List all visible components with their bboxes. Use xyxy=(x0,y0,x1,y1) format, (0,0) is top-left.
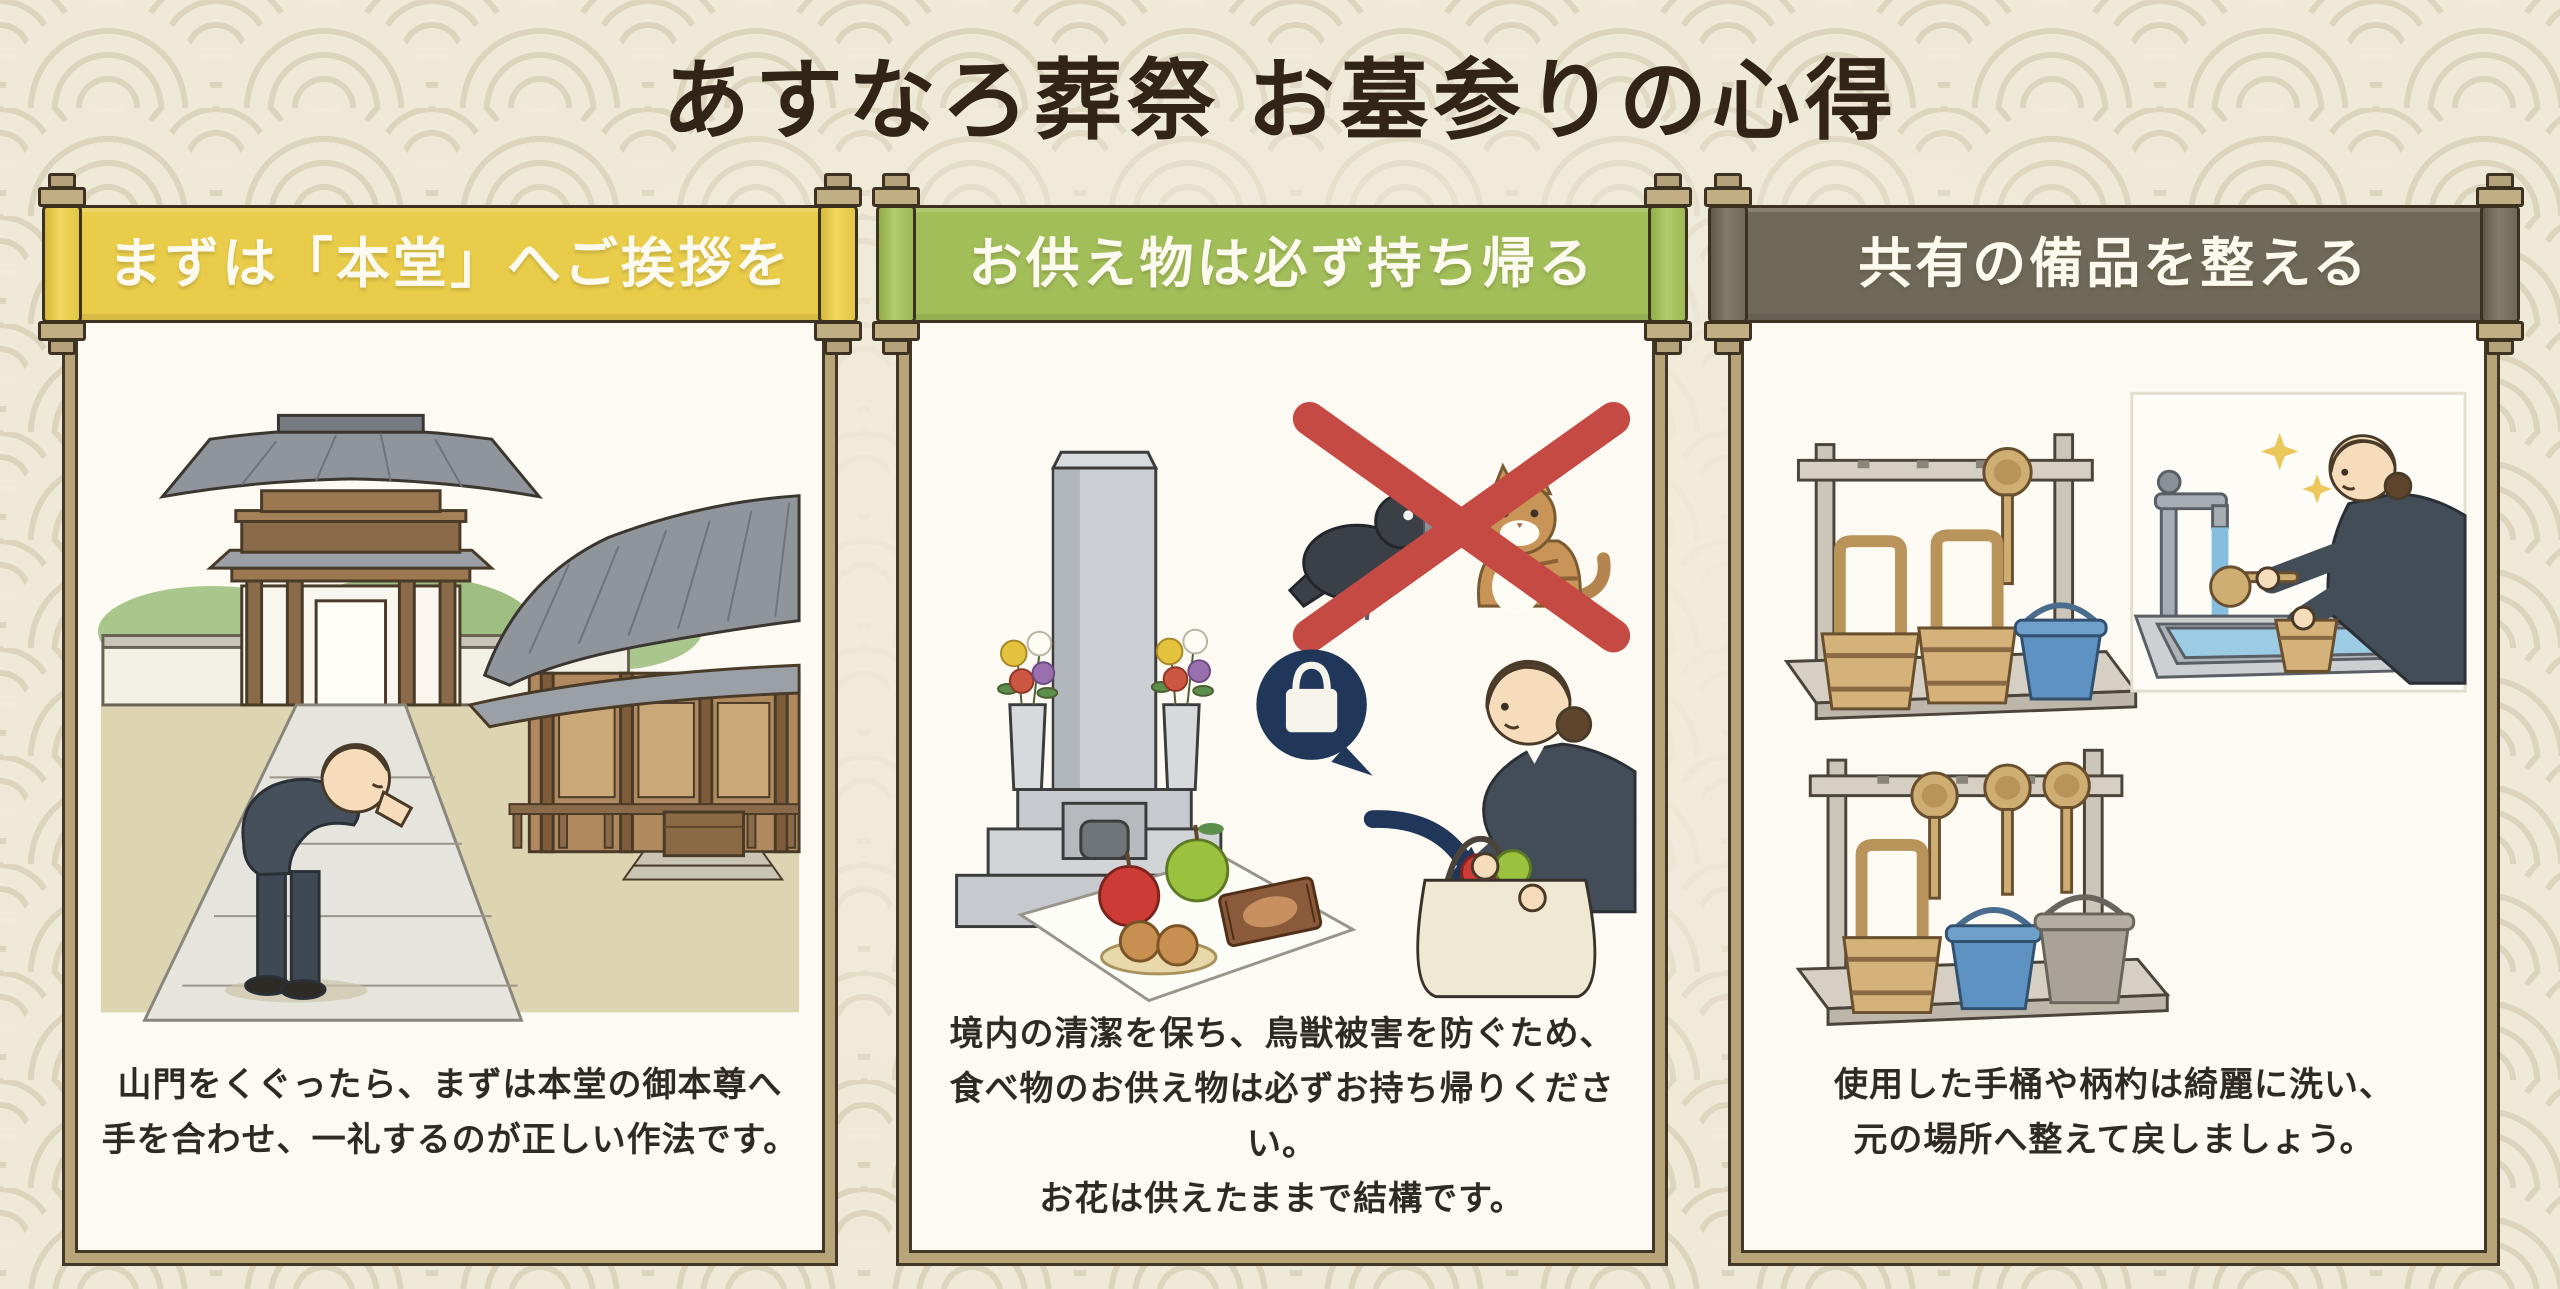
banner-band: お供え物は必ず持ち帰る xyxy=(910,205,1654,323)
panel-tidy-shared-equipment: 使用した手桶や柄杓は綺麗に洗い、 元の場所へ整えて戻しましょう。 共有の備品を整… xyxy=(1704,0,2524,1289)
temple-scene-svg xyxy=(97,413,801,1022)
sparkle-icon xyxy=(2260,432,2299,471)
scroll-banner: まずは「本堂」へご挨拶を xyxy=(38,173,862,355)
panel-caption: 使用した手桶や柄杓は綺麗に洗い、 元の場所へ整えて戻しましょう。 xyxy=(1765,1058,2463,1168)
caption-line: お花は供えたままで結構です。 xyxy=(1039,1179,1525,1218)
scroll-roller-right-icon xyxy=(2476,173,2524,355)
bowing-person xyxy=(224,743,414,1003)
ladle-icon xyxy=(1910,771,1959,900)
panel-caption: 境内の清潔を保ち、鳥獣被害を防ぐため、 食べ物のお供え物は必ずお持ち帰りください… xyxy=(933,1007,1631,1227)
banner-band: まずは「本堂」へご挨拶を xyxy=(76,205,824,323)
grave-flowers xyxy=(997,628,1214,705)
temple-illustration xyxy=(93,353,807,1043)
panel-greet-main-hall: 山門をくぐったら、まずは本堂の御本尊へ 手を合わせ、一礼するのが正しい作法です。… xyxy=(38,0,862,1289)
equipment-scene-svg xyxy=(1783,391,2467,1026)
scroll-banner: お供え物は必ず持ち帰る xyxy=(872,173,1692,355)
panel-card: 境内の清潔を保ち、鳥獣被害を防ぐため、 食べ物のお供え物は必ずお持ち帰りください… xyxy=(896,250,1668,1266)
caption-line: 山門をくぐったら、まずは本堂の御本尊へ xyxy=(117,1065,783,1104)
banner-band: 共有の備品を整える xyxy=(1742,205,2486,323)
bag-speech-bubble-icon xyxy=(1256,649,1373,776)
caption-line: 使用した手桶や柄杓は綺麗に洗い、 xyxy=(1834,1065,2394,1104)
caption-line: 食べ物のお供え物は必ずお持ち帰りください。 xyxy=(949,1069,1615,1163)
equipment-illustration xyxy=(1759,353,2469,1043)
arrow xyxy=(1363,810,1477,876)
temple-gate xyxy=(158,413,543,707)
gray-bucket xyxy=(2033,894,2136,1005)
scroll-roller-left-icon xyxy=(1704,173,1752,355)
scroll-roller-left-icon xyxy=(38,173,86,355)
faucet xyxy=(2153,469,2229,618)
wooden-pail xyxy=(1917,529,2018,705)
scroll-roller-left-icon xyxy=(872,173,920,355)
panel-take-offerings-home: 境内の清潔を保ち、鳥獣被害を防ぐため、 食べ物のお供え物は必ずお持ち帰りください… xyxy=(872,0,1692,1289)
panel-caption: 山門をくぐったら、まずは本堂の御本尊へ 手を合わせ、一礼するのが正しい作法です。 xyxy=(99,1058,801,1168)
sparkle-icon xyxy=(2302,474,2332,504)
caption-line: 元の場所へ整えて戻しましょう。 xyxy=(1853,1120,2375,1159)
woman-washing xyxy=(2209,434,2467,685)
panel-card: 使用した手桶や柄杓は綺麗に洗い、 元の場所へ整えて戻しましょう。 xyxy=(1728,250,2500,1266)
scroll-banner: 共有の備品を整える xyxy=(1704,173,2524,355)
washing-inset xyxy=(2130,391,2467,693)
prohibition-x-icon xyxy=(1292,401,1631,653)
ladle-icon xyxy=(1983,763,2032,896)
panel-card: 山門をくぐったら、まずは本堂の御本尊へ 手を合わせ、一礼するのが正しい作法です。 xyxy=(62,250,838,1266)
main-hall xyxy=(467,494,801,881)
red-apple xyxy=(1098,864,1161,928)
page-title: あすなろ葬祭 お墓参りの心得 xyxy=(661,54,1898,151)
offerings-scene-svg xyxy=(955,401,1637,1003)
woman-packing xyxy=(1416,659,1637,999)
scroll-roller-right-icon xyxy=(814,173,862,355)
banner-title: 共有の備品を整える xyxy=(1858,234,2370,294)
blue-bucket xyxy=(1944,907,2043,1011)
green-apple xyxy=(1165,838,1230,903)
ladle-icon xyxy=(2042,761,2091,894)
snack-packet xyxy=(1218,876,1323,948)
scroll-roller-right-icon xyxy=(1644,173,1692,355)
offerings-cloth xyxy=(1017,823,1357,1003)
offerings-illustration xyxy=(927,353,1637,1013)
wooden-pail xyxy=(1842,839,1943,1015)
banner-title: まずは「本堂」へご挨拶を xyxy=(108,234,792,294)
blue-bucket xyxy=(2013,602,2108,701)
ladle-rack-bottom xyxy=(1795,748,2171,1026)
caption-line: 境内の清潔を保ち、鳥獣被害を防ぐため、 xyxy=(949,1014,1615,1053)
banner-title: お供え物は必ず持ち帰る xyxy=(968,234,1596,294)
bucket-rack-top xyxy=(1783,433,2139,721)
caption-line: 手を合わせ、一礼するのが正しい作法です。 xyxy=(101,1120,799,1159)
wooden-pail xyxy=(1820,535,1921,711)
